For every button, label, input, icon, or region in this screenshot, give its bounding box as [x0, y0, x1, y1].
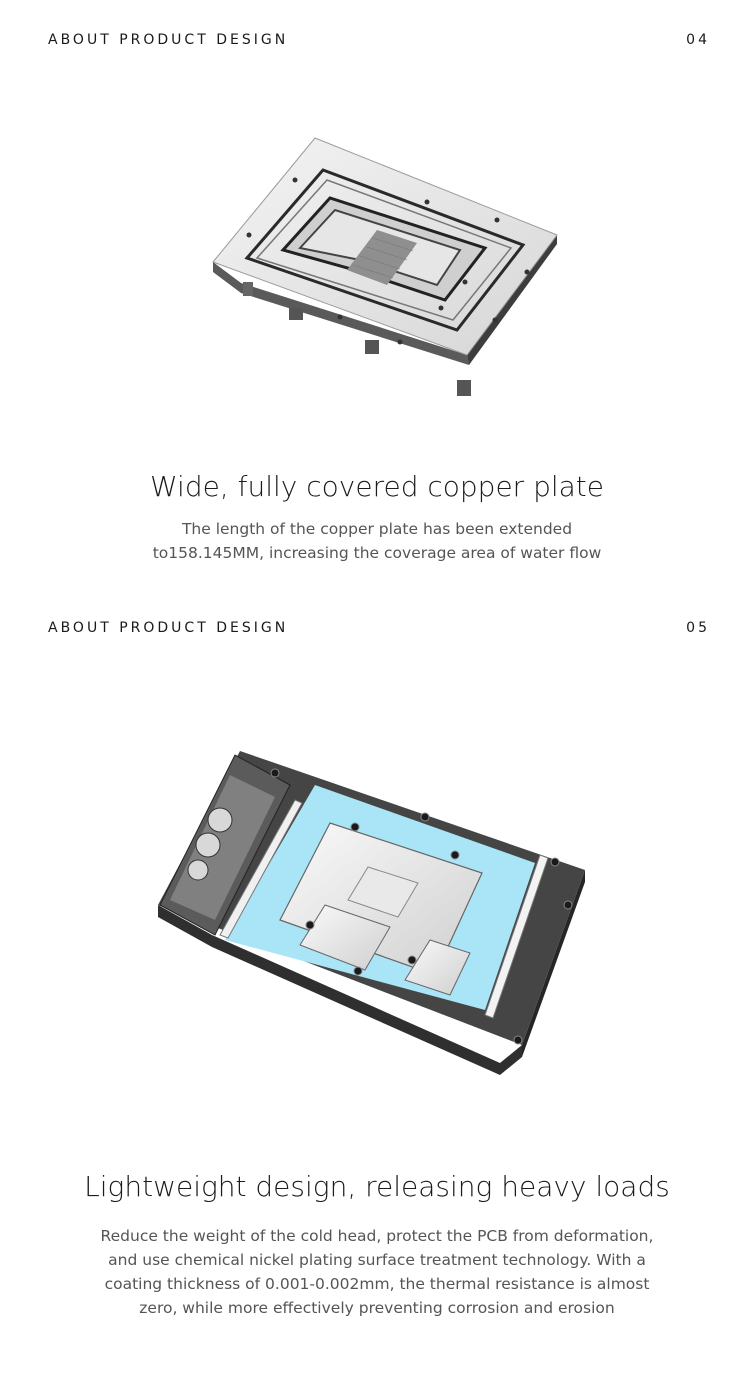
copper-plate-image [212, 137, 558, 396]
body-line: zero, while more effectively preventing … [139, 1299, 615, 1317]
headline-copper-plate: Wide, fully covered copper plate [149, 470, 605, 503]
body-line: coating thickness of 0.001-0.002mm, the … [104, 1275, 650, 1293]
section-number-05: 05 [686, 620, 710, 636]
body-line: Reduce the weight of the cold head, prot… [100, 1227, 654, 1245]
headline-lightweight: Lightweight design, releasing heavy load… [84, 1170, 670, 1203]
body-copper-plate: The length of the copper plate has been … [0, 517, 754, 565]
section-label-04: ABOUT PRODUCT DESIGN [48, 32, 289, 48]
section-label-05: ABOUT PRODUCT DESIGN [48, 620, 289, 636]
body-line: The length of the copper plate has been … [181, 520, 573, 538]
body-lightweight: Reduce the weight of the cold head, prot… [0, 1224, 754, 1320]
section-number-04: 04 [686, 32, 710, 48]
body-line: and use chemical nickel plating surface … [108, 1251, 646, 1269]
water-block-image [158, 751, 585, 1075]
body-line: to158.145MM, increasing the coverage are… [152, 544, 602, 562]
